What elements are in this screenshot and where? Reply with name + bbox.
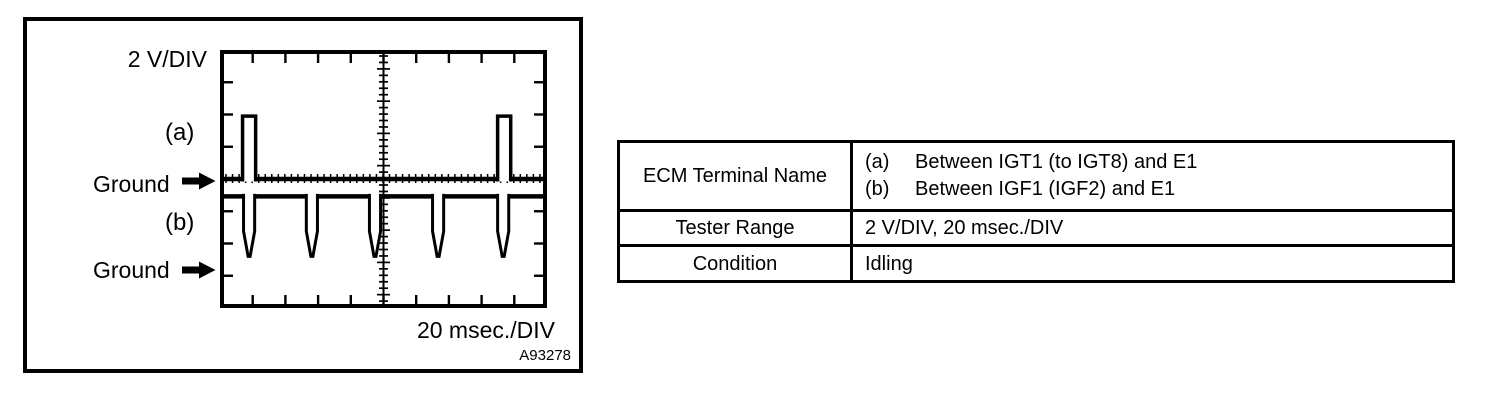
oscilloscope-screen bbox=[220, 50, 547, 308]
waveform-figure: 2 V/DIV (a) Ground (b) Ground 20 msec./D… bbox=[23, 17, 583, 373]
trace-a-label: (a) bbox=[165, 119, 195, 146]
figure-id: A93278 bbox=[519, 347, 571, 364]
terminal-line-a-prefix: (a) bbox=[865, 151, 890, 173]
volts-per-div-label: 2 V/DIV bbox=[127, 46, 207, 72]
terminal-line-a: (a) Between IGT1 (to IGT8) and E1 bbox=[865, 149, 1452, 176]
ground-arrow-icon bbox=[182, 172, 216, 190]
table-row-label-ecm-terminal-name: ECM Terminal Name bbox=[620, 143, 850, 209]
terminal-line-b-prefix: (b) bbox=[865, 178, 890, 200]
table-row-value-condition: Idling bbox=[853, 247, 1452, 280]
table-row-value-ecm-terminal-name: (a) Between IGT1 (to IGT8) and E1 (b) Be… bbox=[853, 143, 1452, 209]
terminal-line-b: (b) Between IGF1 (IGF2) and E1 bbox=[865, 176, 1452, 203]
spec-table: ECM Terminal Name (a) Between IGT1 (to I… bbox=[617, 140, 1455, 283]
ground-label-a: Ground bbox=[93, 171, 170, 197]
terminal-line-a-text: Between IGT1 (to IGT8) and E1 bbox=[915, 151, 1198, 173]
ground-label-b: Ground bbox=[93, 257, 170, 283]
table-row-label-condition: Condition bbox=[620, 247, 850, 280]
trace-b-label: (b) bbox=[165, 209, 195, 236]
ground-arrow-icon bbox=[182, 261, 216, 279]
table-row-value-tester-range: 2 V/DIV, 20 msec./DIV bbox=[853, 212, 1452, 244]
terminal-line-b-text: Between IGF1 (IGF2) and E1 bbox=[915, 178, 1176, 200]
table-row-label-tester-range: Tester Range bbox=[620, 212, 850, 244]
time-per-div-label: 20 msec./DIV bbox=[416, 317, 555, 343]
